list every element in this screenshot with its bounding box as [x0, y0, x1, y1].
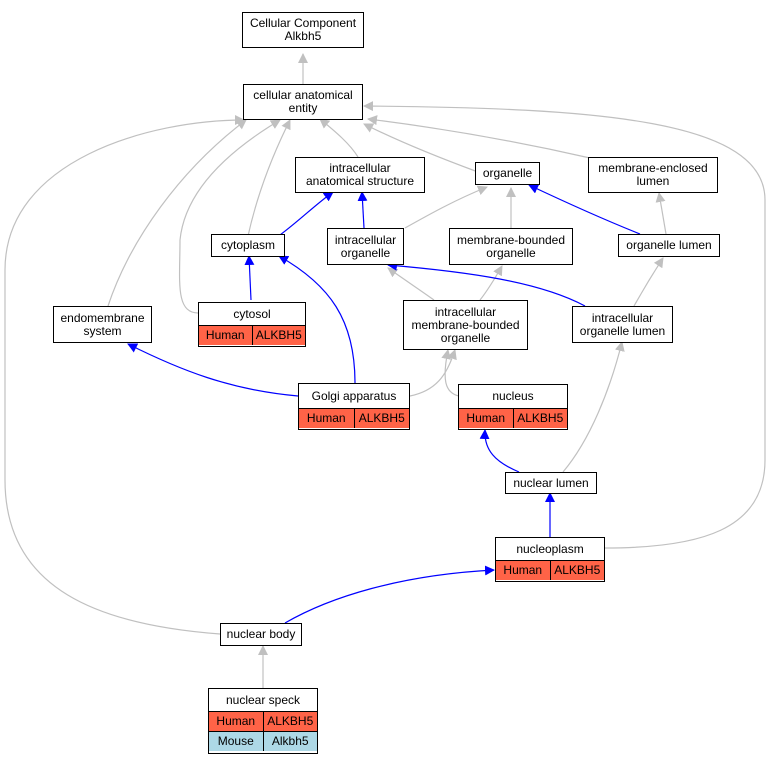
- node-endomembrane-system[interactable]: endomembrane system: [53, 306, 152, 343]
- node-nucleus[interactable]: nucleus Human ALKBH5: [458, 384, 568, 430]
- node-cytosol[interactable]: cytosol Human ALKBH5: [198, 302, 306, 347]
- node-intracellular-organelle-lumen[interactable]: intracellular organelle lumen: [572, 306, 673, 343]
- edge-cytosol-cytoplasm: [244, 255, 255, 301]
- species-cell: Human: [216, 714, 256, 728]
- edge-endo-cae: [107, 119, 247, 307]
- node-nuclear-lumen[interactable]: nuclear lumen: [505, 472, 597, 494]
- edge-nucleus-imbo: [441, 349, 460, 397]
- edge-nl-nucleus: [479, 429, 520, 473]
- edge-cytosol-cae: [178, 119, 281, 314]
- node-intracellular-organelle[interactable]: intracellular organelle: [327, 228, 404, 265]
- annotation-row-mouse: Mouse Alkbh5: [209, 731, 317, 751]
- gene-cell: ALKBH5: [251, 326, 306, 345]
- edge-nl-iol: [562, 341, 625, 473]
- gene-cell: ALKBH5: [262, 712, 318, 731]
- edge-golgi-imbo: [409, 349, 457, 397]
- node-nuclear-body[interactable]: nuclear body: [220, 623, 302, 646]
- species-cell: Human: [205, 328, 245, 342]
- node-cytoplasm[interactable]: cytoplasm: [211, 234, 285, 257]
- edge-io-organelle: [404, 185, 488, 229]
- edge-nb-np: [284, 565, 495, 624]
- node-golgi-apparatus[interactable]: Golgi apparatus Human ALKBH5: [298, 383, 410, 430]
- node-nuclear-speck[interactable]: nuclear speck Human ALKBH5 Mouse Alkbh5: [208, 688, 318, 754]
- gene-cell: ALKBH5: [549, 561, 605, 580]
- edge-iol-io: [387, 260, 586, 307]
- edge-nb-cae: [4, 115, 245, 635]
- gene-cell: Alkbh5: [262, 732, 318, 751]
- node-intracellular-anatomical-structure[interactable]: intracellular anatomical structure: [295, 157, 425, 193]
- edge-io-ias: [357, 191, 368, 229]
- edge-ias-cae: [319, 118, 359, 158]
- edge-imbo-io: [387, 267, 435, 301]
- edge-imbo-mbo: [479, 265, 503, 301]
- species-cell: Mouse: [217, 734, 254, 748]
- gene-cell: ALKBH5: [512, 409, 568, 428]
- node-organelle-lumen[interactable]: organelle lumen: [618, 234, 720, 257]
- edge-ol-organelle: [528, 184, 641, 235]
- node-intracellular-membrane-bounded-organelle[interactable]: intracellular membrane-bounded organelle: [403, 300, 528, 350]
- edge-cytoplasm-ias: [279, 191, 334, 236]
- edge-np-cae: [363, 101, 766, 549]
- annotation-row-human: Human ALKBH5: [459, 408, 567, 428]
- annotation-row-human: Human ALKBH5: [209, 711, 317, 731]
- node-cellular-anatomical-entity[interactable]: cellular anatomical entity: [243, 84, 363, 120]
- node-organelle[interactable]: organelle: [475, 162, 540, 185]
- species-cell: Human: [503, 563, 543, 577]
- species-cell: Human: [466, 411, 506, 425]
- gene-cell: ALKBH5: [353, 409, 410, 428]
- node-cellular-component-root[interactable]: Cellular Component Alkbh5: [242, 12, 364, 48]
- edge-iol-ol: [633, 257, 664, 307]
- edge-mel-cae: [367, 115, 591, 159]
- edge-golgi-cytoplasm: [278, 255, 356, 384]
- species-cell: Human: [306, 411, 346, 425]
- node-nucleoplasm[interactable]: nucleoplasm Human ALKBH5: [495, 537, 605, 582]
- edge-golgi-endo: [127, 343, 299, 397]
- annotation-row-human: Human ALKBH5: [299, 408, 409, 428]
- node-membrane-enclosed-lumen[interactable]: membrane-enclosed lumen: [588, 157, 718, 193]
- annotation-row-human: Human ALKBH5: [496, 560, 604, 580]
- edge-cytoplasm-cae: [247, 119, 291, 237]
- edge-organelle-cae: [363, 123, 479, 173]
- edge-ol-mel: [655, 192, 667, 235]
- annotation-row-human: Human ALKBH5: [199, 325, 305, 345]
- node-membrane-bounded-organelle[interactable]: membrane-bounded organelle: [449, 228, 573, 265]
